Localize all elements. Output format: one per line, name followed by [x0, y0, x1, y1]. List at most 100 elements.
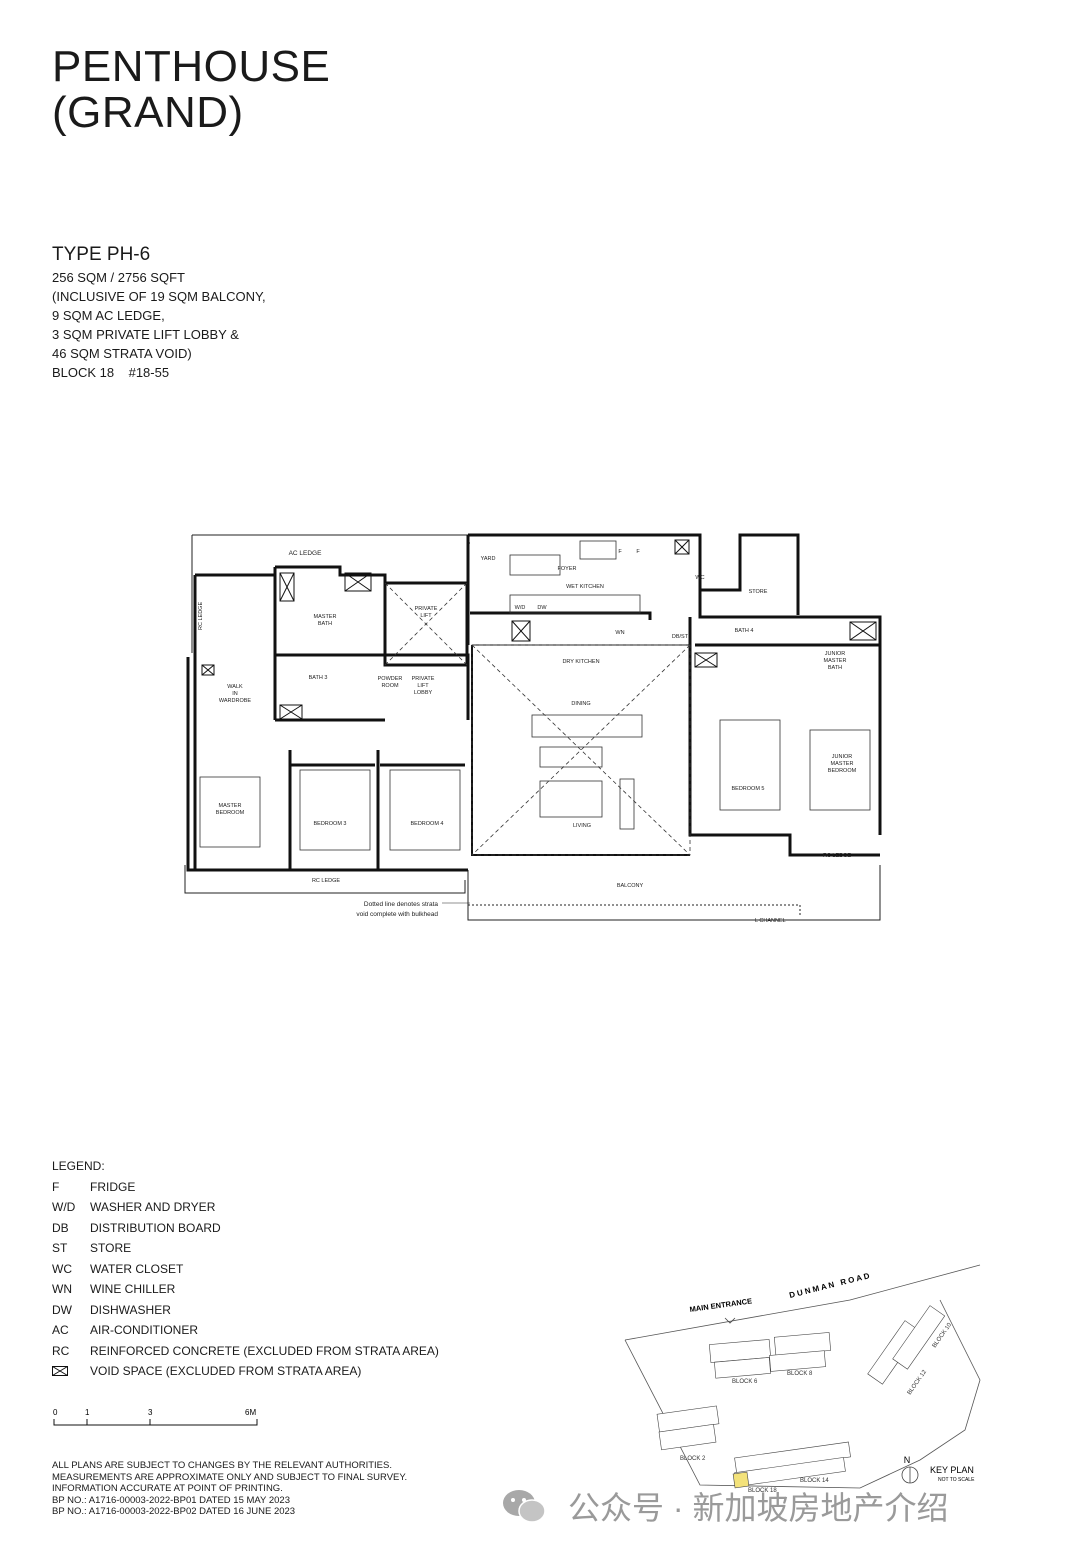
label-jmbed-3: BEDROOM [828, 768, 857, 774]
label-walk-in-2: IN [232, 691, 238, 697]
page-title: PENTHOUSE (GRAND) [52, 44, 330, 136]
scale-tick-0: 0 [53, 1408, 58, 1417]
label-balcony: BALCONY [617, 883, 644, 889]
label-master-bedroom-2: BEDROOM [216, 810, 245, 816]
scale-bar: 0 1 3 6M [52, 1405, 272, 1435]
label-jmb-1: JUNIOR [825, 651, 846, 657]
label-dunman-road: D U N M A N R O A D [788, 1271, 870, 1300]
label-bedroom4: BEDROOM 4 [410, 821, 443, 827]
floor-plan: AC LEDGE RC LEDGE YARD FOYER WET KITCHEN… [180, 525, 890, 925]
wechat-icon [503, 1490, 546, 1523]
label-rc-ledge-left: RC LEDGE [198, 602, 204, 630]
label-dw: DW [537, 605, 547, 611]
unit-inclusion-3: 3 SQM PRIVATE LIFT LOBBY & [52, 327, 239, 342]
label-pll-2: LIFT [417, 683, 429, 689]
key-plan-subtitle: NOT TO SCALE [938, 1477, 975, 1483]
label-pll-1: PRIVATE [412, 676, 435, 682]
label-fridge-1: F [618, 549, 622, 555]
label-foyer: FOYER [558, 566, 577, 572]
label-bedroom3: BEDROOM 3 [313, 821, 346, 827]
note-line-2: MEASUREMENTS ARE APPROXIMATE ONLY AND SU… [52, 1471, 408, 1483]
unit-area: 256 SQM / 2756 SQFT [52, 270, 185, 285]
label-living: LIVING [573, 823, 591, 829]
label-dry-kitchen: DRY KITCHEN [562, 659, 599, 665]
label-wc: WC [695, 575, 704, 581]
label-jmb-3: BATH [828, 665, 842, 671]
scale-tick-3: 3 [148, 1408, 153, 1417]
unit-block: BLOCK 18 #18-55 [52, 365, 170, 380]
label-block-8: BLOCK 8 [787, 1371, 813, 1377]
label-powder-1: POWDER [378, 676, 403, 682]
highlight-unit-block [732, 1471, 750, 1489]
unit-inclusion-1: (INCLUSIVE OF 19 SQM BALCONY, [52, 289, 266, 304]
label-north: N [904, 1455, 911, 1465]
watermark: 公众号 · 新加坡房地产介绍 [500, 1484, 948, 1528]
label-wet-kitchen: WET KITCHEN [566, 584, 604, 590]
label-walk-in-3: WARDROBE [219, 698, 252, 704]
label-jmbed-2: MASTER [831, 761, 854, 767]
label-walk-in-1: WALK [227, 684, 243, 690]
void-space-icon [52, 1366, 68, 1376]
label-l-channel: L CHANNEL [755, 918, 786, 924]
unit-inclusion-2: 9 SQM AC LEDGE, [52, 308, 165, 323]
note-strata-2: void complete with bulkhead [356, 911, 438, 918]
label-private-lift-2: LIFT [420, 613, 432, 619]
label-wd: W/D [515, 605, 526, 611]
label-block-12: BLOCK 12 [907, 1369, 929, 1396]
label-rc-ledge-right: RC LEDGE [823, 853, 851, 859]
key-plan-title: KEY PLAN [930, 1465, 974, 1475]
label-powder-2: ROOM [381, 683, 399, 689]
label-master-bath-1: MASTER [314, 614, 337, 620]
label-master-bedroom-1: MASTER [219, 803, 242, 809]
title-line-1: PENTHOUSE [52, 42, 331, 91]
label-yard: YARD [481, 556, 496, 562]
unit-type: TYPE PH-6 [52, 244, 151, 265]
label-wn: WN [615, 630, 624, 636]
note-line-4: BP NO.: A1716-00003-2022-BP01 DATED 15 M… [52, 1494, 290, 1506]
label-block-2: BLOCK 2 [680, 1456, 706, 1462]
label-block-14: BLOCK 14 [800, 1478, 829, 1484]
title-line-2: (GRAND) [52, 88, 244, 137]
label-ac-ledge: AC LEDGE [289, 550, 323, 557]
unit-info: TYPE PH-6 256 SQM / 2756 SQFT (INCLUSIVE… [52, 244, 266, 382]
legend-item-void: VOID SPACE (EXCLUDED FROM STRATA AREA) [52, 1361, 439, 1383]
unit-inclusion-4: 46 SQM STRATA VOID) [52, 346, 192, 361]
label-db-st: DB/ST [672, 634, 689, 640]
label-jmb-2: MASTER [824, 658, 847, 664]
label-private-lift-1: PRIVATE [415, 606, 438, 612]
label-jmbed-1: JUNIOR [832, 754, 853, 760]
label-rc-ledge-bottom: RC LEDGE [312, 878, 340, 884]
label-block-6: BLOCK 6 [732, 1379, 758, 1385]
label-bath3: BATH 3 [309, 675, 328, 681]
scale-tick-1: 1 [85, 1408, 90, 1417]
scale-bar-drawing: 0 1 3 6M [53, 1408, 258, 1426]
label-main-entrance: MAIN ENTRANCE [689, 1296, 753, 1314]
scale-tick-6: 6M [245, 1408, 256, 1417]
note-strata-1: Dotted line denotes strata [364, 901, 438, 908]
watermark-text: 公众号 · 新加坡房地产介绍 [568, 1490, 949, 1526]
floor-plan-drawing: AC LEDGE RC LEDGE YARD FOYER WET KITCHEN… [184, 533, 882, 924]
label-fridge-2: F [636, 549, 640, 555]
note-line-5: BP NO.: A1716-00003-2022-BP02 DATED 16 J… [52, 1506, 296, 1517]
label-bath4: BATH 4 [735, 628, 754, 634]
label-master-bath-2: BATH [318, 621, 332, 627]
note-line-1: ALL PLANS ARE SUBJECT TO CHANGES BY THE … [52, 1460, 392, 1471]
legend-heading: LEGEND: [52, 1159, 105, 1173]
label-pll-3: LOBBY [414, 690, 433, 696]
label-block-18: BLOCK 18 [748, 1488, 777, 1494]
key-plan: MAIN ENTRANCE D U N M A N R O A D BLOCK … [620, 1260, 1000, 1500]
label-bedroom5: BEDROOM 5 [731, 786, 764, 792]
label-dining: DINING [571, 701, 590, 707]
label-store: STORE [749, 589, 768, 595]
plan-notes: ALL PLANS ARE SUBJECT TO CHANGES BY THE … [52, 1460, 407, 1518]
key-plan-drawing: MAIN ENTRANCE D U N M A N R O A D BLOCK … [624, 1264, 981, 1494]
